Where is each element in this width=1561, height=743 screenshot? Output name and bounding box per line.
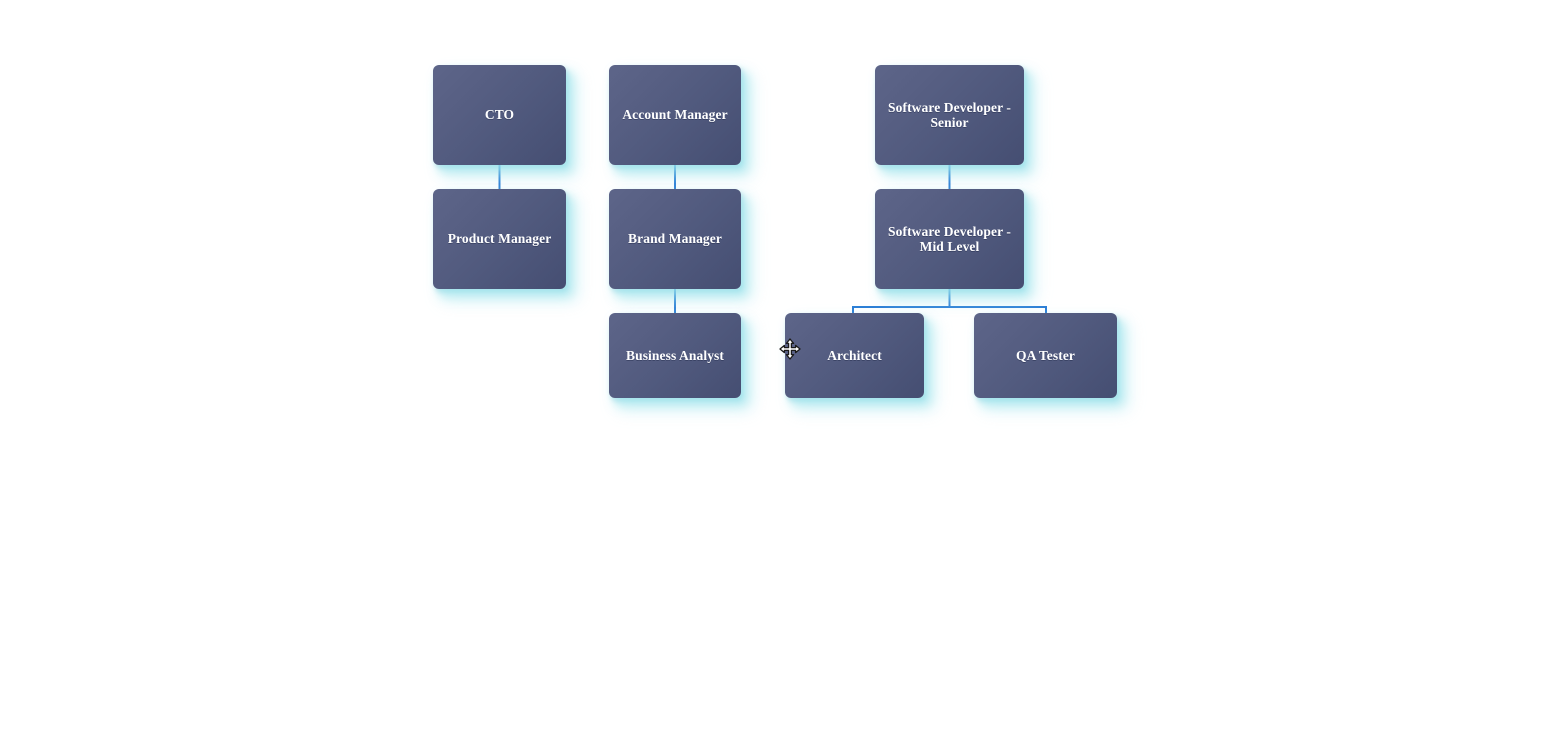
org-node-label: QA Tester [1015,347,1076,363]
org-node-software-developer-mid-level[interactable]: Software Developer - Mid Level [875,189,1024,289]
org-node-label: Architect [827,347,882,363]
org-node-brand-manager[interactable]: Brand Manager [609,189,741,289]
org-node-product-manager[interactable]: Product Manager [433,189,566,289]
connector-mid-level-to-architect [852,289,951,313]
org-node-architect[interactable]: Architect [785,313,924,398]
org-node-label: Software Developer - Mid Level [888,223,1011,255]
org-node-cto[interactable]: CTO [433,65,566,165]
connector-mid-level-to-qa-tester [948,289,1047,313]
org-node-label: Product Manager [447,231,552,247]
org-node-software-developer-senior[interactable]: Software Developer - Senior [875,65,1024,165]
org-node-label: Brand Manager [628,231,722,247]
org-node-label: CTO [484,107,515,123]
org-node-label: Business Analyst [625,347,724,363]
org-node-qa-tester[interactable]: QA Tester [974,313,1117,398]
org-node-account-manager[interactable]: Account Manager [609,65,741,165]
org-node-label: Account Manager [622,107,728,123]
org-node-label: Software Developer - Senior [888,99,1011,131]
org-node-business-analyst[interactable]: Business Analyst [609,313,741,398]
